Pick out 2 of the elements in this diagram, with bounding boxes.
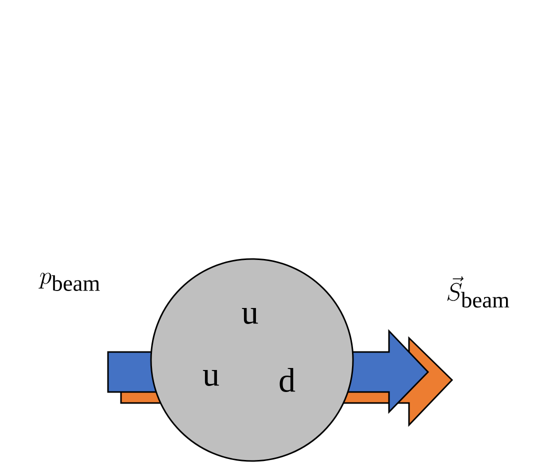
vector-label: $p_{\mathrm{beam}}$ bbox=[38, 272, 100, 291]
vector-label: $\vec{S}_{\mathrm{beam}}$ bbox=[447, 276, 510, 308]
